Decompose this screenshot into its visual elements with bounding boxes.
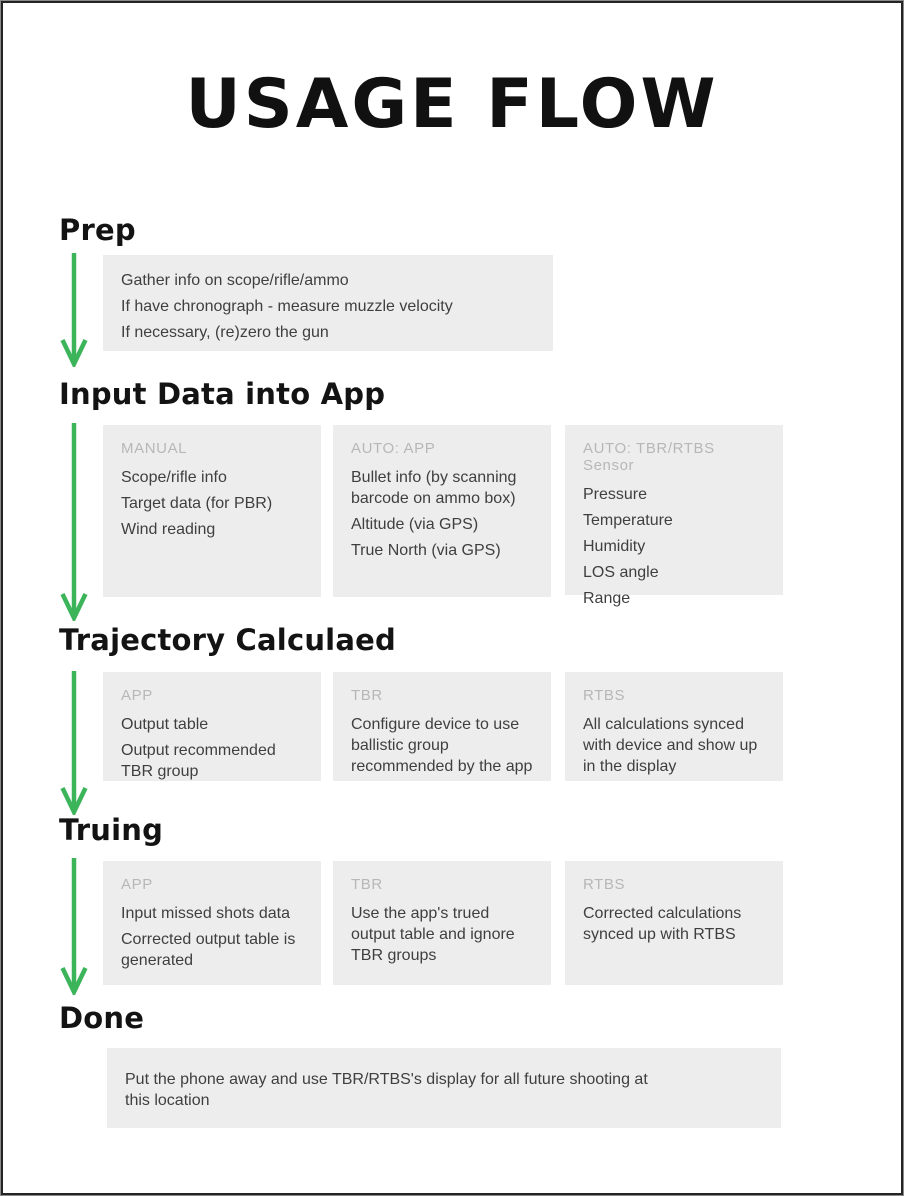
box-label: APP xyxy=(121,687,153,704)
truing-app-box: APP Input missed shots data Corrected ou… xyxy=(103,861,321,985)
down-arrow-icon xyxy=(59,671,89,815)
box-item: Corrected output table is generated xyxy=(121,931,296,969)
trajectory-rtbs-box: RTBS All calculations synced with device… xyxy=(565,672,783,781)
down-arrow-icon xyxy=(59,423,89,621)
box-item: Range xyxy=(583,590,631,607)
section-heading-done: Done xyxy=(59,1001,145,1035)
box-item: LOS angle xyxy=(583,564,659,581)
trajectory-tbr-box: TBR Configure device to use ballistic gr… xyxy=(333,672,551,781)
section-heading-prep: Prep xyxy=(59,213,136,247)
box-label: TBR xyxy=(351,687,383,704)
truing-tbr-box: TBR Use the app's trued output table and… xyxy=(333,861,551,985)
box-item: Bullet info (by scanning barcode on ammo… xyxy=(351,469,517,507)
box-item: Input missed shots data xyxy=(121,905,290,922)
trajectory-app-box: APP Output table Output recommended TBR … xyxy=(103,672,321,781)
input-manual-box: MANUAL Scope/rifle info Target data (for… xyxy=(103,425,321,597)
prep-box: Gather info on scope/rifle/ammo If have … xyxy=(103,255,553,351)
prep-item: If have chronograph - measure muzzle vel… xyxy=(121,298,453,315)
box-label: RTBS xyxy=(583,687,626,704)
box-item: Corrected calculations synced up with RT… xyxy=(583,905,742,943)
box-item: Wind reading xyxy=(121,521,216,538)
page-title: USAGE FLOW xyxy=(185,65,719,144)
box-item: All calculations synced with device and … xyxy=(583,716,758,775)
prep-item: If necessary, (re)zero the gun xyxy=(121,324,329,341)
box-item: Scope/rifle info xyxy=(121,469,227,486)
section-heading-truing: Truing xyxy=(59,813,164,847)
box-item: Output recommended TBR group xyxy=(121,742,276,780)
down-arrow-icon xyxy=(59,858,89,995)
box-label: APP xyxy=(121,876,153,893)
box-item: Humidity xyxy=(583,538,646,555)
truing-rtbs-box: RTBS Corrected calculations synced up wi… xyxy=(565,861,783,985)
box-label: RTBS xyxy=(583,876,626,893)
box-item: Put the phone away and use TBR/RTBS's di… xyxy=(125,1071,648,1109)
section-heading-input-data: Input Data into App xyxy=(59,377,386,411)
box-item: Use the app's trued output table and ign… xyxy=(351,905,515,964)
box-item: Temperature xyxy=(583,512,673,529)
section-heading-trajectory: Trajectory Calculaed xyxy=(59,623,396,657)
box-item: Pressure xyxy=(583,486,648,503)
box-item: Target data (for PBR) xyxy=(121,495,273,512)
prep-item: Gather info on scope/rifle/ammo xyxy=(121,272,349,289)
box-label: TBR xyxy=(351,876,383,893)
done-box: Put the phone away and use TBR/RTBS's di… xyxy=(107,1048,781,1128)
down-arrow-icon xyxy=(59,253,89,367)
box-label: AUTO: TBR/RTBS Sensor xyxy=(583,440,715,474)
input-auto-app-box: AUTO: APP Bullet info (by scanning barco… xyxy=(333,425,551,597)
box-item: Altitude (via GPS) xyxy=(351,516,479,533)
box-item: Configure device to use ballistic group … xyxy=(351,716,533,775)
input-auto-sensor-box: AUTO: TBR/RTBS Sensor Pressure Temperatu… xyxy=(565,425,783,607)
box-item: Output table xyxy=(121,716,209,733)
box-item: True North (via GPS) xyxy=(351,542,501,559)
box-label: AUTO: APP xyxy=(351,440,436,457)
box-label: MANUAL xyxy=(121,440,188,457)
